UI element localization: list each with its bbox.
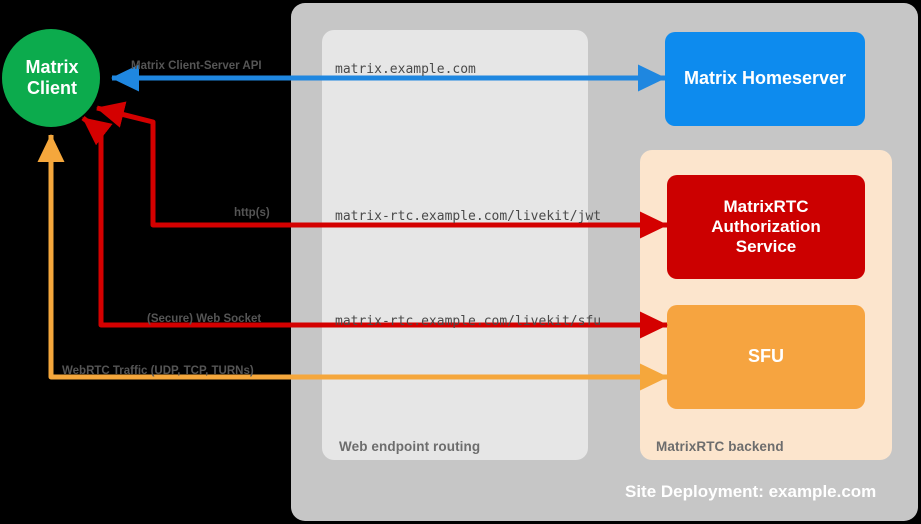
matrix-homeserver-box[interactable] [665, 32, 865, 126]
matrixrtc-backend-caption: MatrixRTC backend [656, 439, 784, 454]
web-endpoint-routing-panel [322, 30, 588, 460]
arrow-webrtc-traffic [37, 134, 663, 380]
http-protocol-label: http(s) [234, 207, 270, 219]
web-endpoint-routing-caption: Web endpoint routing [339, 439, 481, 454]
matrix-client-circle[interactable] [2, 29, 100, 127]
client-server-api-label: Matrix Client-Server API [131, 60, 262, 72]
authorization-service-box[interactable] [667, 175, 865, 279]
jwt-domain-label: matrix-rtc.example.com/livekit/jwt [335, 209, 602, 224]
arrow-http-jwt [96, 101, 663, 228]
sfu-domain-label: matrix-rtc.example.com/livekit/sfu [335, 314, 602, 329]
sfu-box[interactable] [667, 305, 865, 409]
site-deployment-caption: Site Deployment: example.com [625, 482, 877, 501]
homeserver-domain-label: matrix.example.com [335, 62, 476, 77]
arrow-websocket-sfu [81, 116, 663, 328]
webrtc-protocol-label: WebRTC Traffic (UDP, TCP, TURNs) [62, 365, 254, 377]
websocket-protocol-label: (Secure) Web Socket [147, 313, 262, 325]
